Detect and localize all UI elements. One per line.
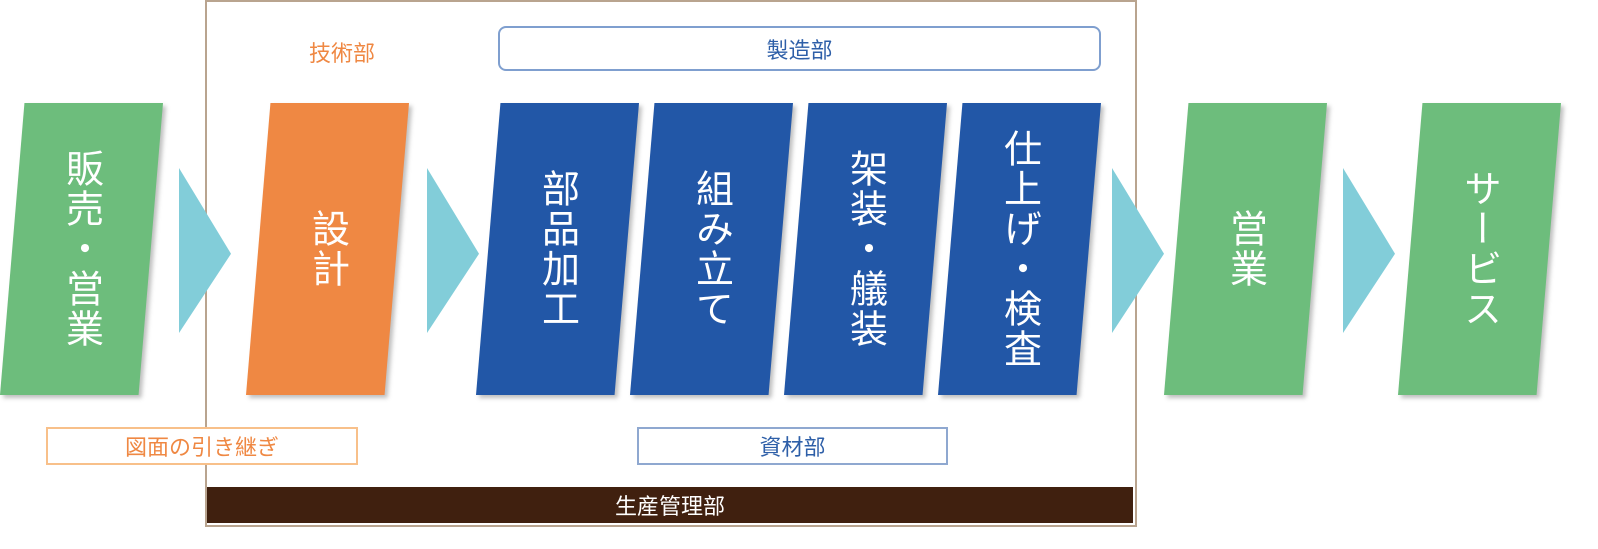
- drawing-handover-label: 図面の引き継ぎ: [46, 427, 358, 465]
- step-label: 仕上げ・検査: [997, 129, 1042, 369]
- step-sales-after: 営業: [1164, 103, 1327, 395]
- step-label: サービス: [1457, 169, 1502, 329]
- step-assembly: 組み立て: [630, 103, 793, 395]
- arrow-right-icon: [1343, 168, 1395, 333]
- materials-dept-label: 資材部: [637, 427, 948, 465]
- arrow-right-icon: [1112, 168, 1164, 333]
- step-label: 部品加工: [535, 169, 580, 329]
- step-design: 設計: [246, 103, 409, 395]
- step-label: 販売・営業: [59, 149, 104, 349]
- step-label: 架装・艤装: [843, 149, 888, 349]
- step-label: 組み立て: [689, 169, 734, 329]
- step-finishing-inspection: 仕上げ・検査: [938, 103, 1101, 395]
- engineering-dept-label: 技術部: [308, 42, 375, 67]
- step-sales: 販売・営業: [0, 103, 163, 395]
- step-label: 設計: [305, 209, 350, 289]
- manufacturing-dept-label: 製造部: [498, 26, 1101, 71]
- step-service: サービス: [1398, 103, 1561, 395]
- production-control-bar: 生産管理部: [207, 487, 1133, 523]
- step-label: 営業: [1223, 209, 1268, 289]
- step-outfitting: 架装・艤装: [784, 103, 947, 395]
- step-parts-processing: 部品加工: [476, 103, 639, 395]
